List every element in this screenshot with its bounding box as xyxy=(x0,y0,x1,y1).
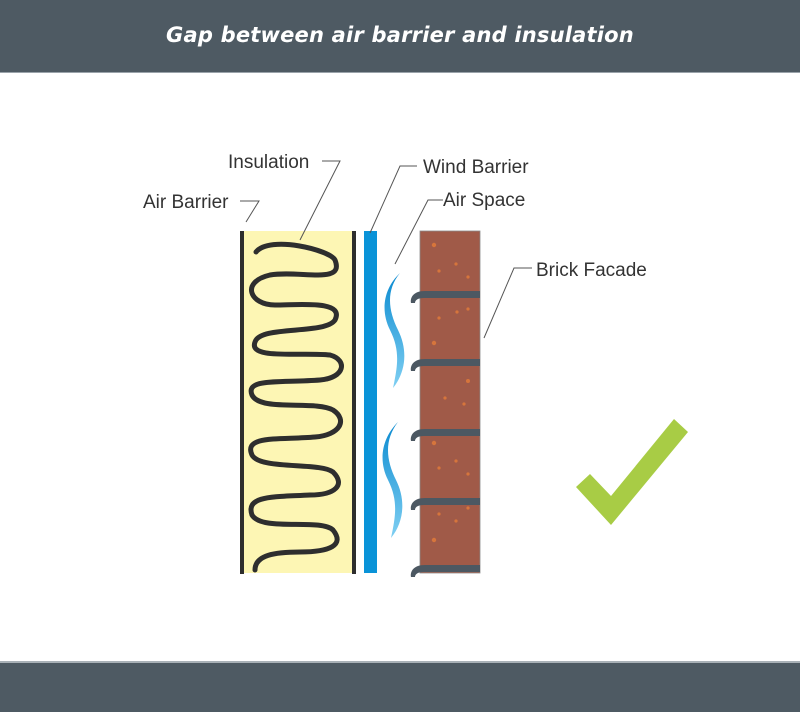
leader-lines xyxy=(240,160,532,339)
leader-air-space xyxy=(394,199,443,265)
page-title: Gap between air barrier and insulation xyxy=(166,23,634,47)
brick-facade xyxy=(419,230,481,574)
checkmark-icon xyxy=(576,419,688,525)
footer-bar xyxy=(0,661,800,712)
air-barrier-line xyxy=(240,231,244,574)
label-air-space: Air Space xyxy=(443,190,525,211)
brick-tie xyxy=(410,291,480,303)
label-insulation: Insulation xyxy=(228,152,309,173)
label-wind-barrier: Wind Barrier xyxy=(423,157,529,178)
header-bar: Gap between air barrier and insulation xyxy=(0,0,800,73)
brick-tie xyxy=(410,498,480,510)
leader-brick-facade xyxy=(483,267,532,339)
brick-tie xyxy=(410,359,480,371)
leader-insulation xyxy=(299,160,341,241)
label-brick-facade: Brick Facade xyxy=(536,260,647,281)
leader-wind-barrier xyxy=(369,165,417,234)
brick-tie xyxy=(410,429,480,441)
label-air-barrier: Air Barrier xyxy=(143,192,229,213)
air-flow-wisp xyxy=(384,273,405,388)
brick-tie xyxy=(410,565,480,577)
wind-barrier xyxy=(364,231,377,573)
insulation-squiggle xyxy=(248,241,344,573)
brick-ties xyxy=(410,291,480,577)
air-flow-wisp xyxy=(382,422,403,538)
brick-speckles xyxy=(431,242,470,543)
insulation-right-edge xyxy=(352,231,356,574)
leader-air-barrier xyxy=(240,200,260,223)
